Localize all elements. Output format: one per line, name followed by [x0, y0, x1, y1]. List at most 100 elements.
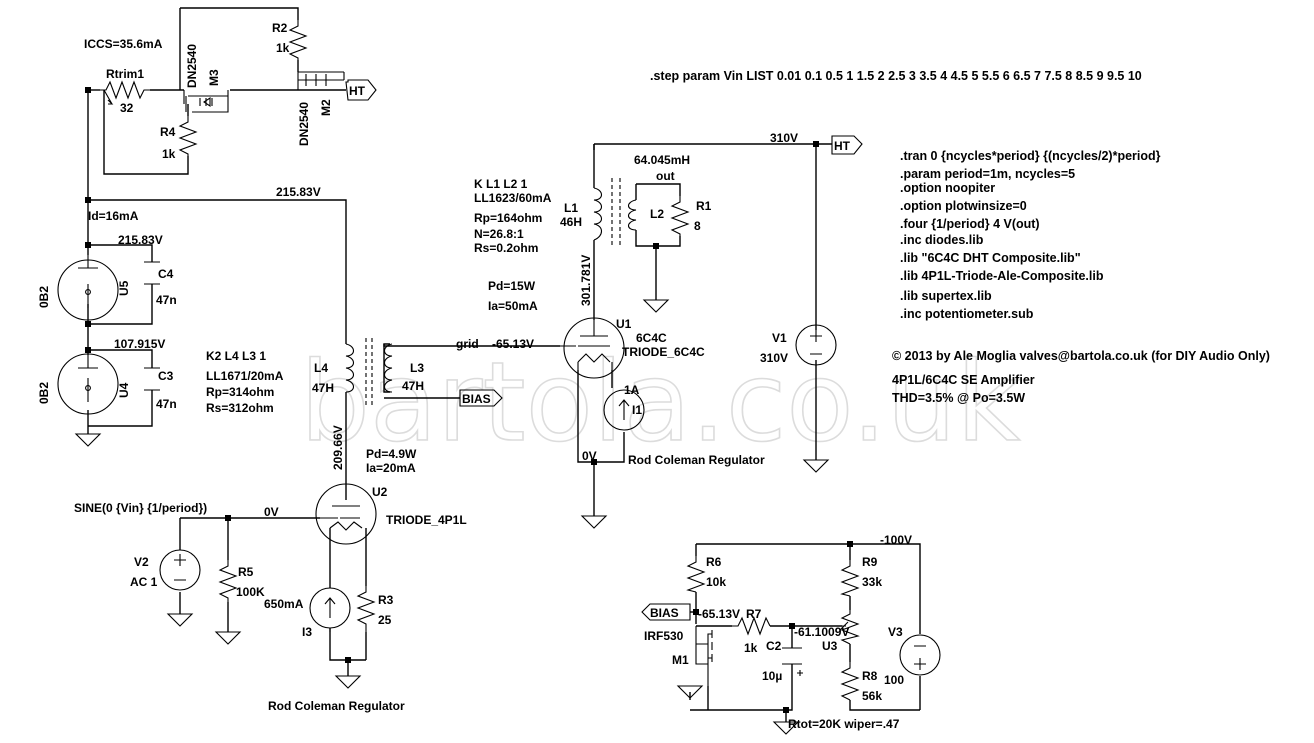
schematic-labels: ICCS=35.6mA Rtrim1 32 DN2540 M3 R2 1k M2…: [37, 21, 912, 731]
label-c4: C4: [158, 267, 174, 281]
label-i3: I3: [302, 625, 312, 639]
label-pd-49: Pd=4.9W: [366, 447, 417, 461]
credit-thd: THD=3.5% @ Po=3.5W: [892, 391, 1025, 405]
label-r5: R5: [238, 565, 254, 579]
label-i1: I1: [632, 403, 642, 417]
label-sine: SINE(0 {Vin} {1/period}): [74, 501, 207, 515]
label-ht-1: HT: [349, 84, 366, 98]
label-c2-value: 10µ: [762, 669, 782, 683]
label-node-neg100: -100V: [880, 533, 912, 547]
bias-flag-1: [459, 389, 503, 407]
directive-inc-pot: .inc potentiometer.sub: [900, 307, 1034, 321]
resistor-r6: [686, 556, 706, 593]
label-64mh: 64.045mH: [634, 153, 690, 167]
resistor-r2: [288, 20, 308, 60]
source-v1: [795, 324, 837, 366]
label-v3-value: 100: [884, 673, 904, 687]
label-grid: grid: [456, 337, 479, 351]
label-node-209: 209.66V: [331, 425, 345, 470]
label-ac1: AC 1: [130, 575, 158, 589]
junction-dots: [85, 87, 853, 713]
label-ia-50: Ia=50mA: [488, 299, 538, 313]
label-l4-value: 47H: [312, 381, 334, 395]
label-rtrim1-value: 32: [120, 101, 134, 115]
directive-tran: .tran 0 {ncycles*period} {(ncycles/2)*pe…: [900, 149, 1161, 163]
resistor-r7: [732, 616, 771, 636]
label-l1-value: 46H: [560, 215, 582, 229]
resistor-r9: [840, 560, 860, 597]
directive-step: .step param Vin LIST 0.01 0.1 0.5 1 1.5 …: [650, 69, 1142, 83]
source-v3: [899, 634, 941, 676]
label-n-268: N=26.8:1: [474, 227, 524, 241]
label-pd-15: Pd=15W: [488, 279, 536, 293]
label-r6-value: 10k: [706, 575, 726, 589]
output-transformer: [593, 178, 637, 246]
tube-4p1l-u2: [315, 483, 377, 545]
label-ht-2: HT: [834, 139, 851, 153]
label-u5: U5: [117, 280, 131, 296]
resistor-r1: [670, 196, 690, 236]
label-node-0v-in: 0V: [264, 505, 279, 519]
label-iccs: ICCS=35.6mA: [84, 37, 163, 51]
spice-directives: .step param Vin LIST 0.01 0.1 0.5 1 1.5 …: [650, 69, 1161, 321]
label-r9-value: 33k: [862, 575, 882, 589]
label-l3: L3: [410, 361, 424, 375]
mosfet-m3: [183, 90, 229, 113]
label-u4: U4: [117, 382, 131, 398]
label-l2: L2: [650, 207, 664, 221]
label-rod-coleman-2: Rod Coleman Regulator: [628, 453, 765, 467]
label-c4-value: 47n: [156, 293, 177, 307]
label-node-grid: -65.13V: [492, 337, 534, 351]
ht-flag-2: [831, 135, 863, 155]
label-ia-20: Ia=20mA: [366, 461, 416, 475]
label-dn2540-m3: DN2540: [185, 44, 199, 88]
resistor-r8: [840, 662, 860, 701]
label-rp-164: Rp=164ohm: [474, 211, 542, 225]
label-bias-2: BIAS: [650, 606, 679, 620]
resistor-rtrim1: [100, 80, 150, 100]
label-m3: M3: [207, 69, 221, 86]
label-r2: R2: [272, 21, 288, 35]
label-r4-value: 1k: [162, 147, 176, 161]
label-r1-value: 8: [694, 219, 701, 233]
label-rp-314: Rp=314ohm: [206, 385, 274, 399]
potentiometer-u3: [840, 610, 860, 645]
label-node-61: -61.1009V: [794, 625, 849, 639]
label-i1-value: 1A: [624, 383, 640, 397]
label-ll1671: LL1671/20mA: [206, 369, 284, 383]
capacitor-c3: [144, 367, 160, 391]
label-r5-value: 100K: [236, 585, 265, 599]
label-triode-6c4c: TRIODE_6C4C: [622, 345, 705, 359]
label-out: out: [656, 169, 675, 183]
label-6c4c: 6C4C: [636, 331, 667, 345]
label-node-107: 107.915V: [114, 337, 165, 351]
label-c2: C2: [766, 639, 782, 653]
label-bias-1: BIAS: [462, 392, 491, 406]
label-node-vb: -65.13V: [698, 607, 740, 621]
label-node-215-mid: 215.83V: [118, 233, 163, 247]
directive-param: .param period=1m, ncycles=5: [900, 167, 1075, 181]
label-v2: V2: [134, 555, 149, 569]
label-rs-312: Rs=312ohm: [206, 401, 274, 415]
ground-symbols: [74, 299, 830, 735]
label-node-301: 301.781V: [579, 255, 593, 306]
current-source-i1: [603, 389, 645, 431]
credit-copyright: © 2013 by Ale Moglia valves@bartola.co.u…: [892, 349, 1270, 363]
label-r3-value: 25: [378, 613, 392, 627]
label-m1: M1: [672, 653, 689, 667]
resistor-r3: [356, 586, 376, 632]
directive-plotwinsize: .option plotwinsize=0: [900, 199, 1027, 213]
label-u2: U2: [372, 485, 388, 499]
label-rtot: Rtot=20K wiper=.47: [788, 717, 900, 731]
label-u3: U3: [822, 639, 838, 653]
watermark: bartola.co.uk: [300, 338, 1020, 466]
label-r6: R6: [706, 555, 722, 569]
label-irf530: IRF530: [644, 629, 684, 643]
tube-ob2-u4: [57, 353, 119, 415]
directive-inc-diodes: .inc diodes.lib: [900, 233, 984, 247]
label-i3-value: 650mA: [264, 597, 304, 611]
label-r8: R8: [862, 669, 878, 683]
label-id: Id=16mA: [88, 209, 139, 223]
label-r7: R7: [746, 607, 762, 621]
